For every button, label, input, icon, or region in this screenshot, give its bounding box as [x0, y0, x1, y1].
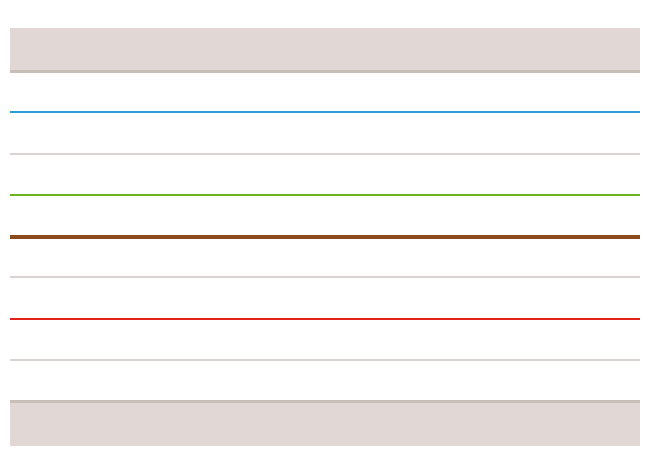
- rule-red: [10, 318, 640, 320]
- rule-green: [10, 194, 640, 196]
- rule-light-gray-1: [10, 153, 640, 155]
- rule-brown: [10, 235, 640, 239]
- rule-light-gray-2: [10, 276, 640, 278]
- rule-blue: [10, 111, 640, 113]
- top-band: [10, 28, 640, 73]
- bottom-band: [10, 400, 640, 446]
- rule-light-gray-3: [10, 359, 640, 361]
